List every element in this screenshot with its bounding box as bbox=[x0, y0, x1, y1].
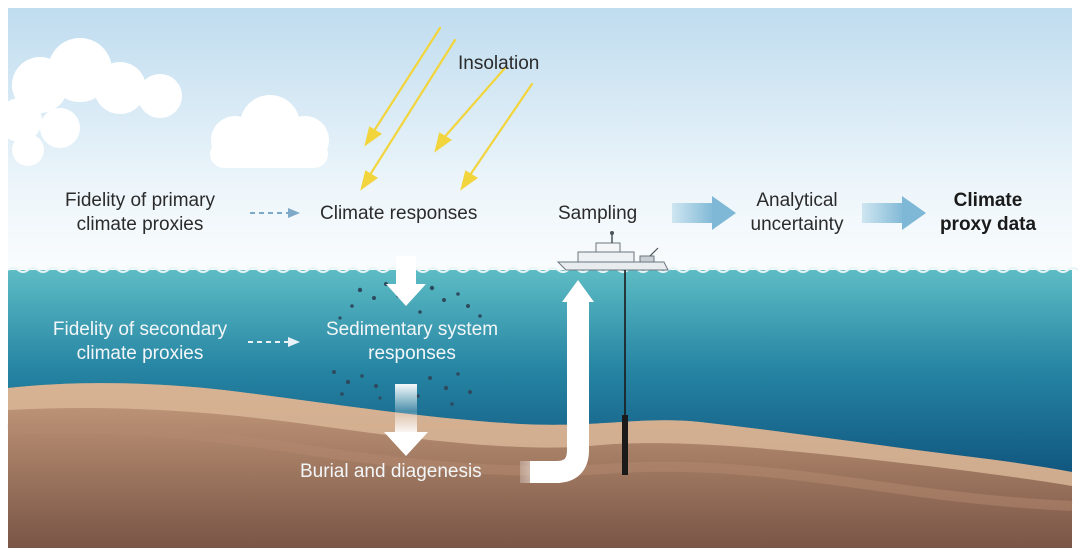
label-line: climate proxies bbox=[76, 214, 204, 235]
label-line: uncertainty bbox=[750, 214, 844, 235]
label-analytical-uncertainty: Analytical uncertainty bbox=[738, 189, 856, 237]
label-fidelity-primary: Fidelity of primary climate proxies bbox=[50, 189, 230, 237]
down-arrow-burial bbox=[384, 384, 428, 456]
sea-surface bbox=[7, 267, 609, 273]
uturn-arrow-sampling bbox=[520, 280, 594, 483]
flow-arrow-analytical-proxy bbox=[862, 196, 926, 230]
dashed-arrow-secondary bbox=[248, 337, 300, 347]
cloud-icon bbox=[0, 38, 182, 166]
label-climate-responses: Climate responses bbox=[320, 203, 478, 224]
flow-arrow-sampling-analytical bbox=[672, 196, 736, 230]
core-tube bbox=[622, 415, 628, 475]
label-line: Fidelity of secondary bbox=[52, 319, 228, 340]
sun-ray-icon bbox=[360, 26, 534, 191]
label-line: climate proxies bbox=[76, 343, 204, 364]
label-sedimentary-responses: Sedimentary system responses bbox=[312, 318, 512, 366]
label-line: responses bbox=[368, 343, 456, 364]
dashed-arrow-primary bbox=[250, 208, 300, 218]
sediment-top-layer bbox=[8, 383, 1072, 486]
sediment-particles bbox=[332, 282, 482, 406]
sediment-mid-layer bbox=[7, 423, 1073, 511]
label-burial-diagenesis: Burial and diagenesis bbox=[300, 461, 482, 482]
down-arrow-sedimentary bbox=[386, 256, 426, 306]
label-line: Sedimentary system bbox=[325, 319, 499, 340]
label-insolation: Insolation bbox=[458, 53, 540, 74]
label-line: Analytical bbox=[756, 190, 838, 211]
label-line: Fidelity of primary bbox=[65, 190, 215, 211]
sky bbox=[8, 8, 1072, 270]
label-sampling: Sampling bbox=[558, 203, 638, 224]
label-line: proxy data bbox=[939, 214, 1037, 235]
label-line: Climate bbox=[953, 190, 1023, 211]
cloud-icon bbox=[210, 95, 329, 168]
label-fidelity-secondary: Fidelity of secondary climate proxies bbox=[40, 318, 240, 366]
research-ship-icon bbox=[556, 231, 669, 271]
label-climate-proxy-data: Climate proxy data bbox=[932, 189, 1044, 237]
